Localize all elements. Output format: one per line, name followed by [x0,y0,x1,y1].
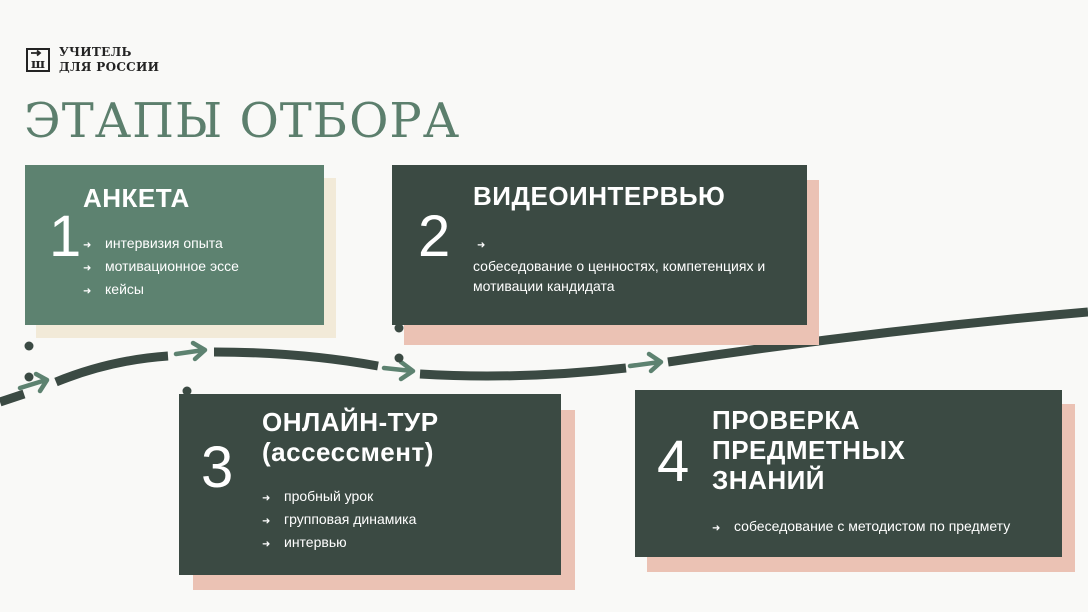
stage-title: ВИДЕОИНТЕРВЬЮ [473,181,726,211]
stage-title-line: ОНЛАЙН-ТУР [262,407,439,437]
flow-dot [24,372,34,382]
stage-title-line: (ассессмент) [262,437,434,467]
arrow-bullet-icon: ➜ [262,516,271,527]
stage-items: ➜собеседование с методистом по предмету [712,516,1010,539]
stage-card-1: 1 АНКЕТА ➜интервизия опыта ➜мотивационно… [25,165,324,325]
arrow-bullet-icon: ➜ [477,240,486,251]
stage-number: 3 [201,435,234,500]
stage-number: 1 [49,204,82,269]
arrow-bullet-icon: ➜ [83,240,92,251]
stage-items: ➜собеседование о ценностях, компетенциях… [473,233,773,296]
logo-line-2: ДЛЯ РОССИИ [59,60,160,74]
flow-dot [394,353,404,363]
arrow-bullet-icon: ➜ [262,493,271,504]
list-item: ➜мотивационное эссе [83,256,239,279]
flow-dot [182,386,192,396]
flow-dot [24,341,34,351]
flow-arrows [17,340,664,394]
stage-title: ОНЛАЙН-ТУР (ассессмент) [262,407,439,467]
stage-title-line: ЗНАНИЙ [712,465,825,495]
logo-text: УЧИТЕЛЬ ДЛЯ РОССИИ [59,45,159,75]
page-title: ЭТАПЫ ОТБОРА [24,93,461,149]
stage-items: ➜пробный урок ➜групповая динамика ➜интер… [262,486,416,555]
stage-title: ПРОВЕРКА ПРЕДМЕТНЫХ ЗНАНИЙ [712,405,905,495]
stage-title: АНКЕТА [83,183,190,213]
stage-card-2: 2 ВИДЕОИНТЕРВЬЮ ➜собеседование о ценност… [392,165,807,325]
stage-items: ➜интервизия опыта ➜мотивационное эссе ➜к… [83,233,239,302]
stage-number: 4 [657,429,690,494]
list-item: ➜собеседование о ценностях, компетенциях… [473,233,773,296]
stage-card-4: 4 ПРОВЕРКА ПРЕДМЕТНЫХ ЗНАНИЙ ➜собеседова… [635,390,1062,557]
flow-arrow-icon [173,340,208,362]
logo-line-1: УЧИТЕЛЬ [59,45,132,59]
list-item: ➜собеседование с методистом по предмету [712,516,1010,539]
flow-line [0,307,1088,407]
arrow-bullet-icon: ➜ [83,286,92,297]
stage-title-line: ПРЕДМЕТНЫХ [712,435,906,465]
stage-number: 2 [418,204,451,269]
logo: ш УЧИТЕЛЬ ДЛЯ РОССИИ [26,45,159,75]
flow-dots [24,323,404,396]
list-item: ➜интервью [262,532,416,555]
list-item: ➜групповая динамика [262,509,416,532]
arrow-bullet-icon: ➜ [83,263,92,274]
arrow-bullet-icon: ➜ [262,539,271,550]
stage-title-line: ПРОВЕРКА [712,405,861,435]
arrow-bullet-icon: ➜ [712,523,721,534]
list-item: ➜пробный урок [262,486,416,509]
flow-arrow-icon [17,371,50,394]
stage-card-3: 3 ОНЛАЙН-ТУР (ассессмент) ➜пробный урок … [179,394,561,575]
flow-arrow-icon [627,351,664,374]
list-item: ➜интервизия опыта [83,233,239,256]
flow-dot [394,323,404,333]
logo-glyph: ш [31,57,45,70]
logo-mark-icon: ш [26,48,50,72]
flow-arrow-icon [381,359,416,382]
list-item: ➜кейсы [83,279,239,302]
